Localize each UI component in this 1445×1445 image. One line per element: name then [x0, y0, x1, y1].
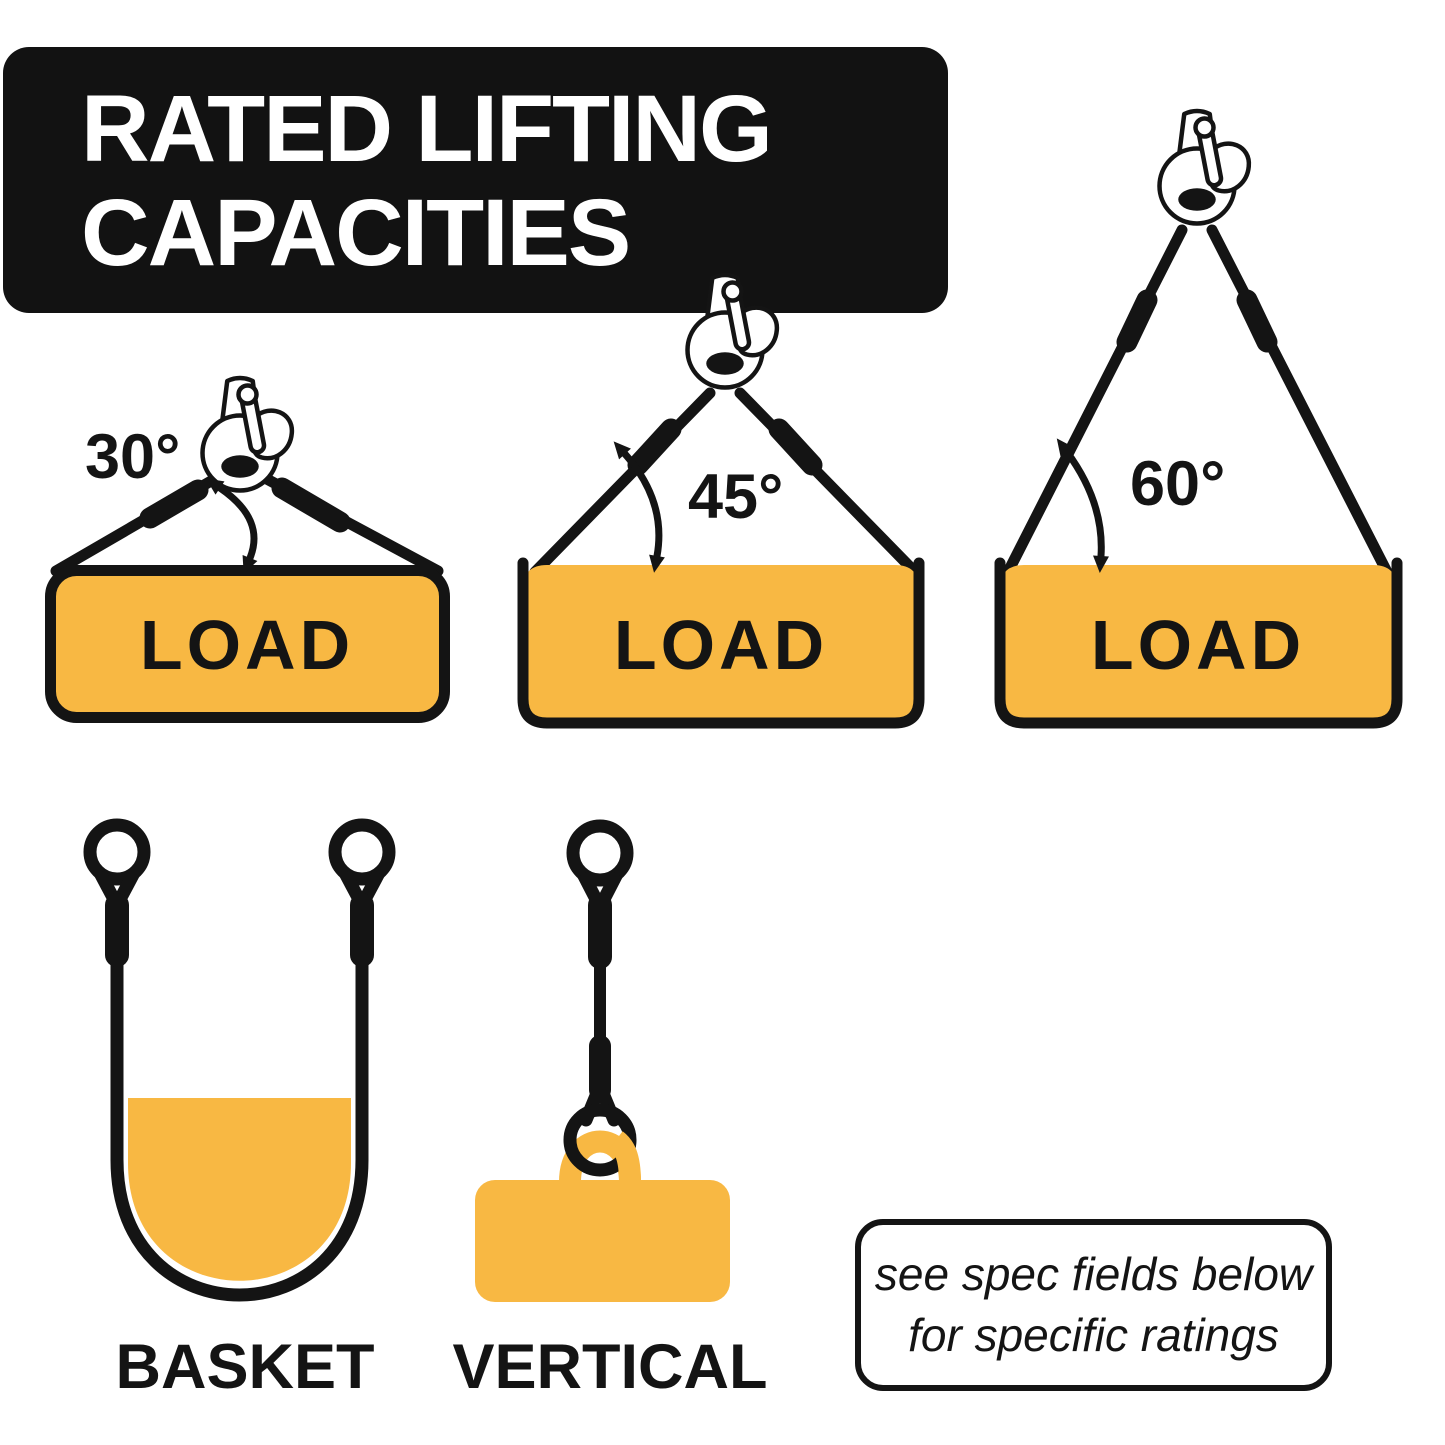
- load-box-30: LOAD: [45, 565, 450, 723]
- angle-label-60: 60°: [1130, 449, 1225, 519]
- load-label-45: LOAD: [614, 606, 828, 684]
- load-label-30: LOAD: [140, 606, 354, 684]
- vertical-label: VERTICAL: [452, 1332, 768, 1402]
- note-line-2: for specific ratings: [908, 1309, 1279, 1361]
- basket-hitch-diagram: [83, 818, 396, 1302]
- basket-load-fill: [128, 1098, 351, 1281]
- angle-arc-arrow-45: [607, 436, 665, 575]
- note-line-1: see spec fields below: [874, 1248, 1313, 1301]
- vertical-sling-icon: [566, 819, 634, 1101]
- crane-hook-icon: [203, 378, 292, 491]
- angle-arc-arrow-60: [1050, 433, 1109, 574]
- vertical-sling-bottom-eye: [563, 1079, 641, 1183]
- angle-arc-arrow-30: [201, 471, 258, 577]
- sling-angle-diagram-60: LOAD 60°: [994, 90, 1403, 729]
- vertical-load-box: [475, 1180, 730, 1302]
- load-label-60: LOAD: [1091, 606, 1305, 684]
- sling-legs-30: [50, 464, 444, 577]
- crane-hook-icon: [688, 275, 777, 388]
- sling-angle-diagram-30: LOAD 30°: [45, 358, 450, 723]
- vertical-hitch-diagram: [475, 819, 730, 1302]
- sling-angle-diagram-45: LOAD 45°: [517, 258, 925, 729]
- page-title-line-1: RATED LIFTING: [81, 76, 773, 182]
- note-box: see spec fields below for specific ratin…: [855, 1219, 1332, 1391]
- basket-sling-icon: [83, 818, 396, 1302]
- load-box-45: LOAD: [517, 557, 925, 729]
- angle-label-45: 45°: [688, 462, 783, 532]
- load-box-60: LOAD: [994, 557, 1403, 729]
- basket-label: BASKET: [115, 1332, 375, 1402]
- sling-legs-45: [529, 387, 921, 578]
- header-banner: RATED LIFTING CAPACITIES: [3, 47, 948, 313]
- page-title-line-2: CAPACITIES: [81, 180, 631, 286]
- crane-hook-icon: [1160, 111, 1249, 224]
- angle-label-30: 30°: [85, 422, 180, 492]
- sling-legs-60: [1002, 224, 1393, 578]
